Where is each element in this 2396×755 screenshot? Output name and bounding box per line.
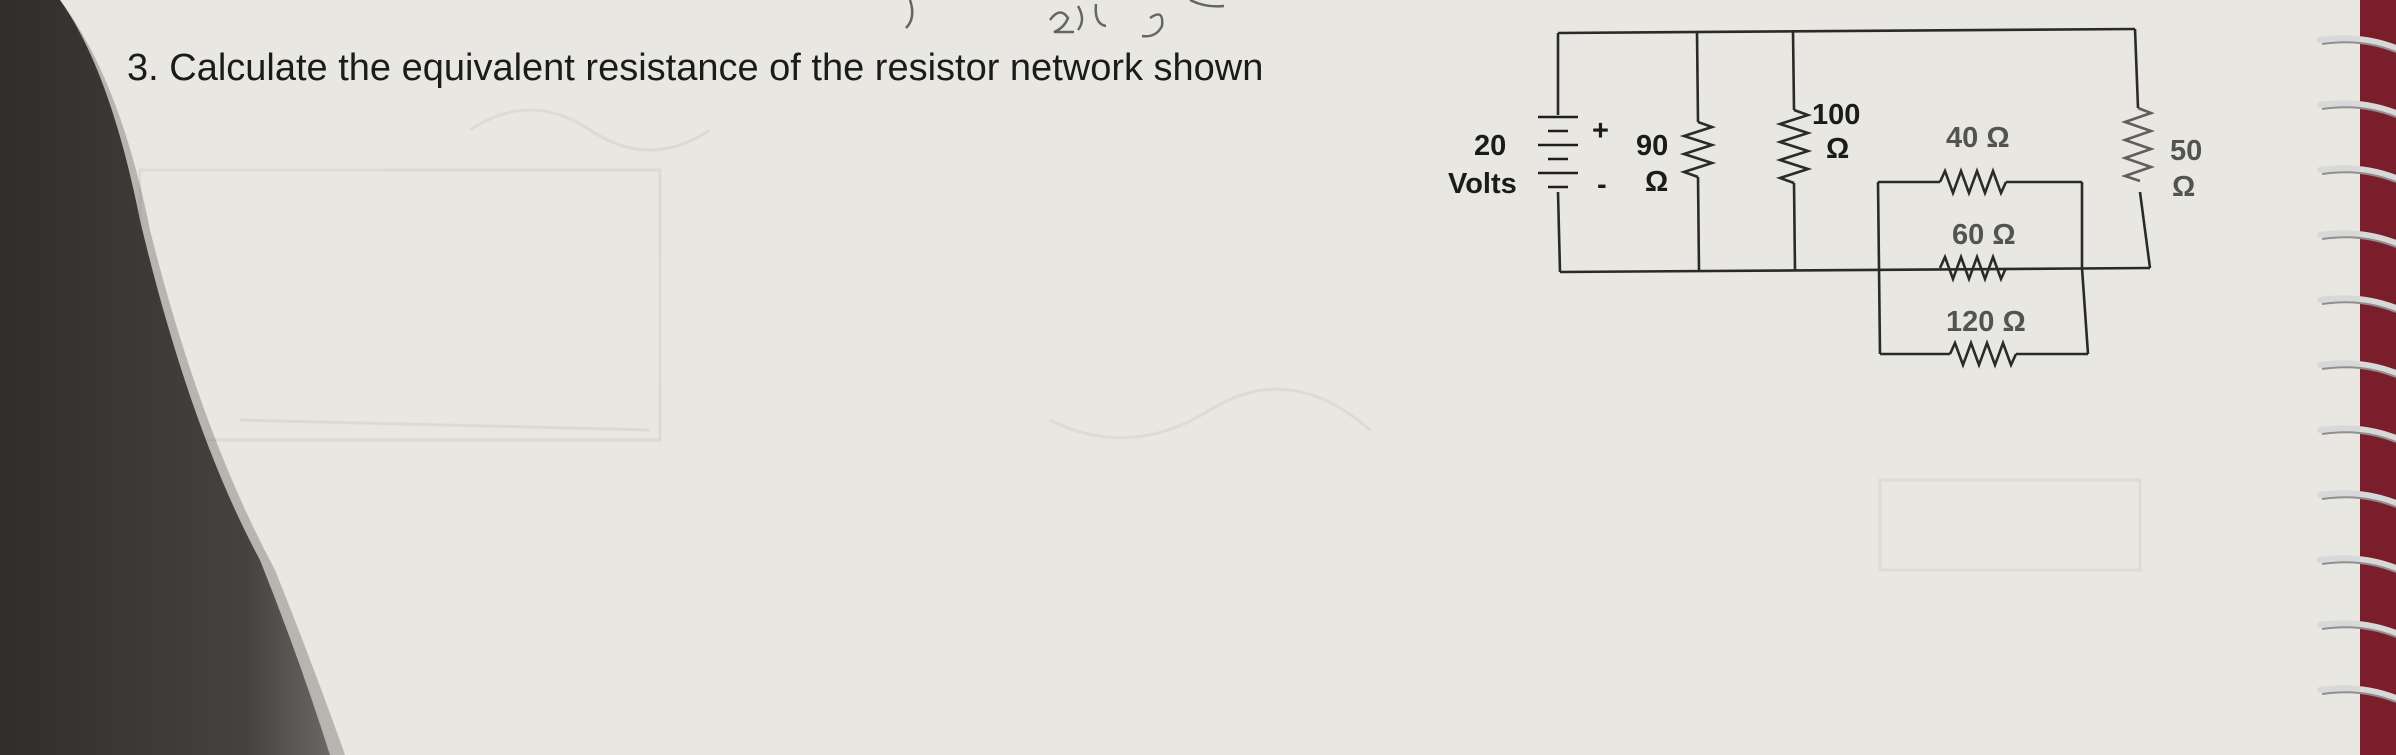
wire-sub-left (1876, 181, 1882, 355)
wire-sub-right-lower (2080, 267, 2090, 355)
wire-right-upper (2133, 28, 2140, 109)
battery-plus-sign: + (1592, 115, 1609, 147)
subnetwork-40-60-120: 40 Ω 60 Ω 120 Ω (1876, 122, 2090, 369)
resistor-120-label: 120 Ω (1946, 306, 2026, 338)
resistor-40-symbol (1938, 167, 2008, 197)
battery-voltage-unit: Volts (1448, 168, 1517, 200)
handwriting-scribble (905, 0, 1225, 38)
circuit-diagram: + - 20 Volts 90 Ω 100 Ω 40 Ω 60 Ω (1448, 27, 2202, 369)
resistor-50-value: 50 (2170, 135, 2202, 167)
resistor-90-symbol (1679, 120, 1717, 179)
resistor-100-unit: Ω (1826, 133, 1849, 165)
wire-branch-90-bottom (1696, 176, 1701, 272)
battery-voltage-value: 20 (1474, 130, 1506, 162)
resistor-50-unit: Ω (2172, 171, 2195, 203)
hand-shadow (0, 0, 330, 755)
resistor-100-value: 100 (1812, 99, 1860, 131)
resistor-50-symbol (2120, 106, 2155, 183)
resistor-90-value: 90 (1636, 130, 1668, 162)
resistor-60-label: 60 Ω (1952, 219, 2016, 251)
wire-branch-90-top (1695, 31, 1700, 123)
wire-top-rail (1557, 27, 2136, 35)
question-text: 3. Calculate the equivalent resistance o… (127, 47, 1263, 89)
resistor-90-unit: Ω (1645, 166, 1668, 198)
wire-bottom-rail (1559, 266, 2151, 274)
wire-branch-100-top (1791, 30, 1796, 111)
battery-minus-sign: - (1597, 169, 1607, 201)
battery-symbol (1538, 115, 1578, 189)
resistor-100-symbol (1775, 108, 1813, 185)
wire-branch-100-bottom (1792, 182, 1797, 272)
wire-right-lower (2138, 191, 2152, 269)
spiral-binding (2317, 0, 2396, 755)
wire-left-lower (1556, 191, 1562, 273)
bleed-through-marks (138, 108, 2142, 572)
resistor-40-label: 40 Ω (1946, 122, 2010, 154)
resistor-120-symbol (1948, 339, 2018, 369)
resistor-60-symbol (1938, 253, 2008, 283)
